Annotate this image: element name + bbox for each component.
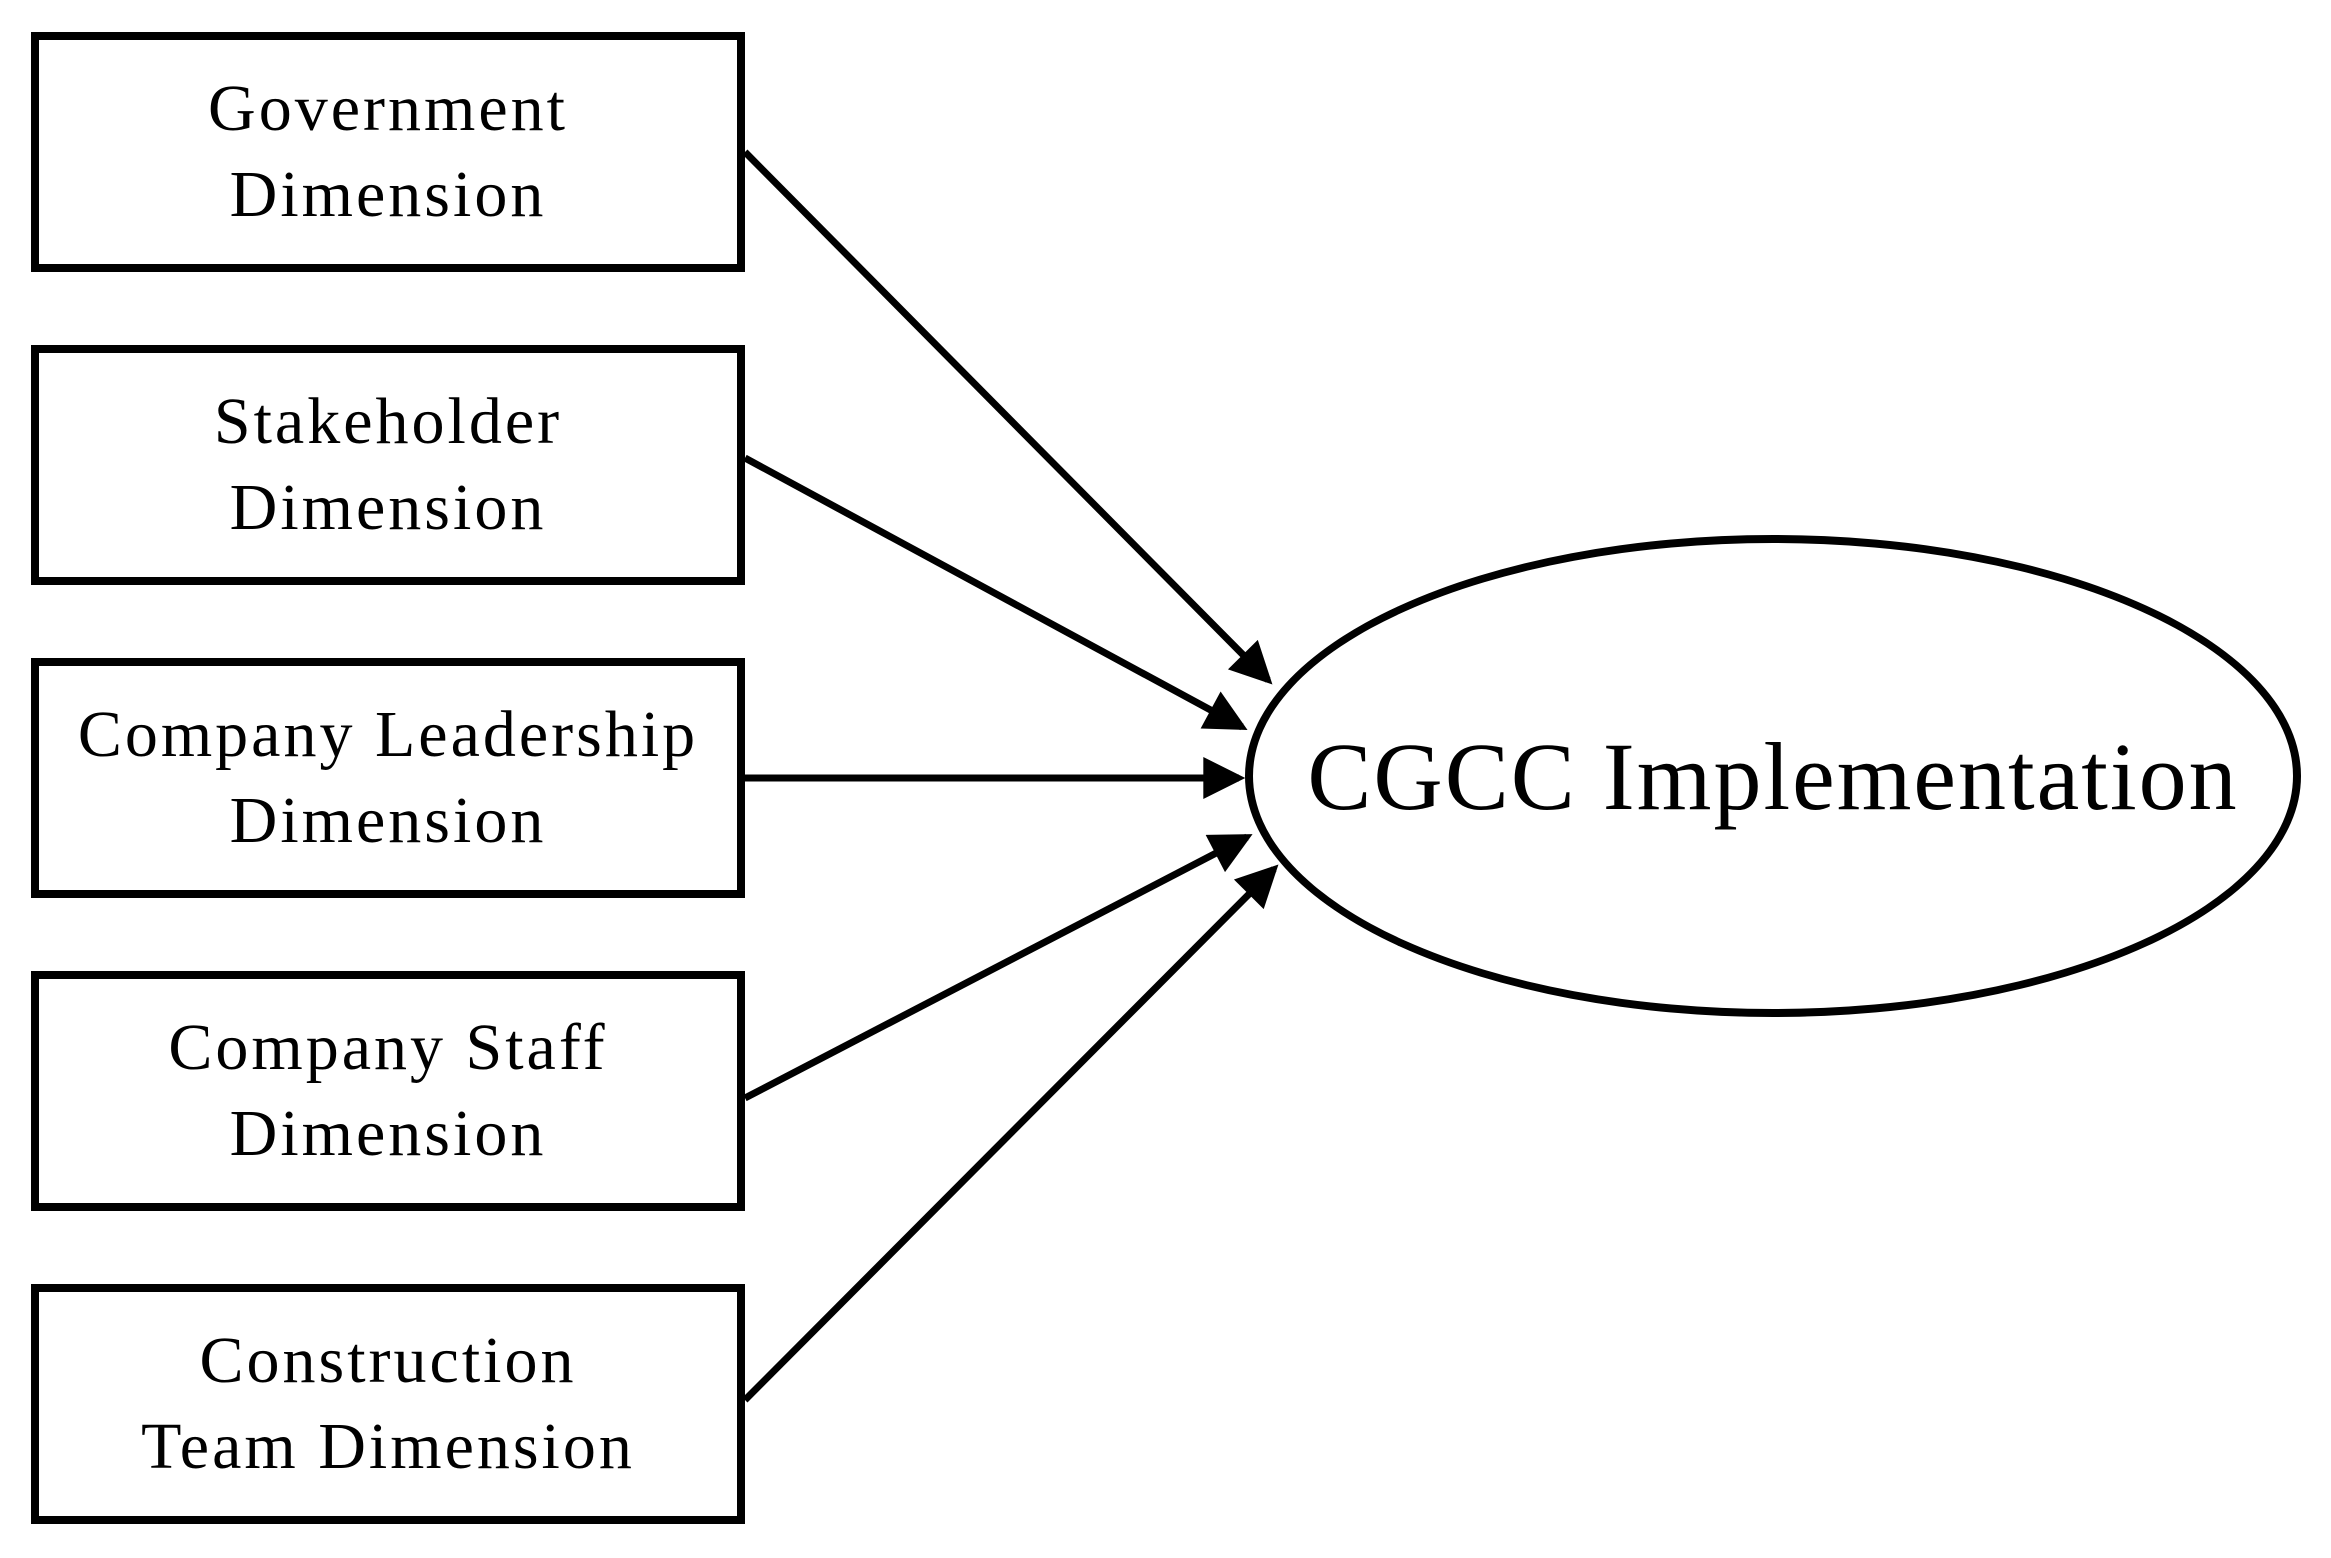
arrow-government-to-cgcc — [742, 149, 1273, 685]
node-government-dimension: Government Dimension — [31, 32, 745, 272]
node-label-line: Company Leadership — [77, 698, 699, 771]
node-company-leadership-dimension: Company Leadership Dimension — [31, 658, 745, 898]
node-company-staff-dimension: Company Staff Dimension — [31, 971, 745, 1211]
node-label-line: Government — [208, 72, 568, 145]
node-label-line: Dimension — [229, 1097, 547, 1170]
node-label-line: Company Staff — [168, 1011, 608, 1084]
arrow-construction-team-to-cgcc — [742, 864, 1279, 1403]
node-label-line: Dimension — [229, 158, 547, 231]
node-construction-team-dimension: Construction Team Dimension — [31, 1284, 745, 1524]
ellipse-label: CGCC Implementation — [1307, 722, 2239, 830]
node-stakeholder-dimension: Stakeholder Dimension — [31, 345, 745, 585]
node-label-line: Stakeholder — [213, 385, 563, 458]
arrow-company-staff-to-cgcc — [743, 833, 1253, 1102]
node-label-line: Dimension — [229, 784, 547, 857]
node-label-line: Construction — [199, 1324, 577, 1397]
node-label-line: Dimension — [229, 471, 547, 544]
node-label-line: Team Dimension — [141, 1410, 635, 1483]
node-cgcc-implementation: CGCC Implementation — [1245, 535, 2301, 1017]
arrow-stakeholder-to-cgcc — [743, 454, 1248, 731]
